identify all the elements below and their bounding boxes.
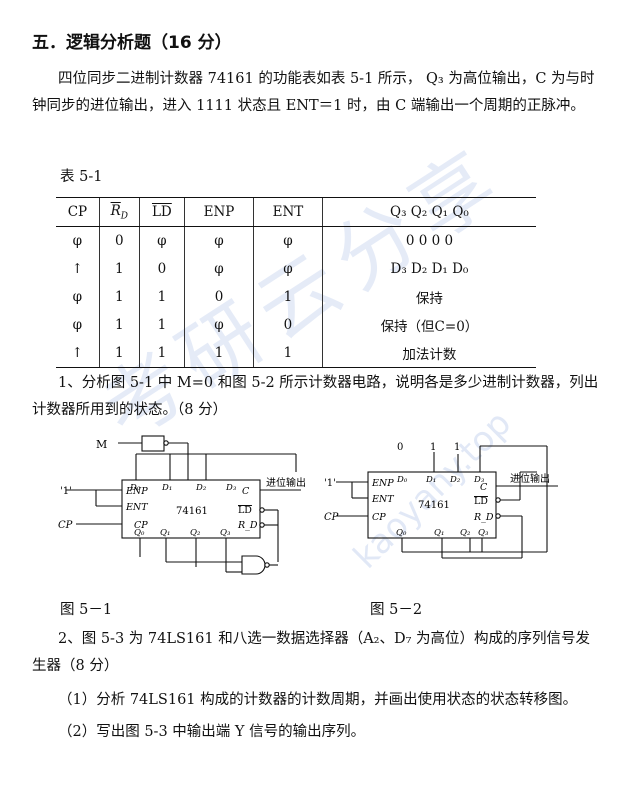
pin-ld-2: LD (474, 496, 488, 507)
m-label: M (96, 438, 107, 451)
table-cell: 1 (98, 339, 140, 368)
pin-c: C (242, 486, 250, 497)
table-cell: φ (72, 289, 83, 305)
pin-ent-2: ENT (371, 494, 394, 505)
header-rd: RD (98, 197, 140, 227)
top-input-0: 0 (397, 442, 403, 453)
sub-question-2: （2）写出图 5-3 中输出端 Y 信号的输出序列。 (58, 724, 366, 740)
table-cell: 1 (183, 339, 254, 368)
sub-question-1: （1）分析 74LS161 构成的计数器的计数周期，并画出使用状态的状态转移图。 (58, 692, 578, 708)
table-cell: 1 (98, 255, 140, 283)
header-cp: CP (56, 197, 100, 227)
pin-ld: LD (238, 505, 252, 516)
question-1: 1、分析图 5-1 中 M=0 和图 5-2 所示计数器电路，说明各是多少进制计… (32, 375, 599, 418)
table-caption: 表 5-1 (60, 169, 103, 185)
section-heading: 五．逻辑分析题（16 分） (32, 33, 232, 53)
pin-q1: Q₁ (160, 528, 170, 538)
pin-d0-2: D₀ (396, 475, 408, 485)
table-cell: φ (253, 255, 323, 283)
header-enp: ENP (183, 197, 254, 227)
table-header-row: CP RD LD ENP ENT Q₃ Q₂ Q₁ Q₀ (56, 197, 536, 227)
table-cell: 0 (253, 311, 323, 339)
table-cell: 保持（但C=0） (321, 311, 536, 339)
pin-d1: D₁ (161, 483, 172, 493)
table-cell: ↑ (56, 339, 100, 368)
pin-d1-2: D₁ (425, 475, 436, 485)
intro-paragraph: 四位同步二进制计数器 74161 的功能表如表 5-1 所示， Q₃ 为高位输出… (32, 71, 595, 114)
figure-5-2: 0 1 1 '1' CP ENP ENT CP D₀ D₁ D₂ D₃ 7416… (324, 442, 558, 559)
header-ld: LD (138, 197, 185, 227)
chip-label: 74161 (176, 506, 208, 517)
pin-ent: ENT (125, 502, 148, 513)
table-cell: 0 0 0 0 (321, 226, 536, 255)
pin-q2: Q₂ (190, 528, 201, 538)
table-cell: φ (72, 233, 83, 249)
table-cell: 1 (98, 311, 140, 339)
figure-5-2-caption: 图 5－2 (370, 602, 423, 618)
table-cell: 0 (183, 283, 254, 311)
question-2: 2、图 5-3 为 74LS161 和八选一数据选择器（A₂、D₇ 为高位）构成… (32, 631, 591, 674)
pin-d3-2: D₃ (473, 475, 485, 485)
chip-box-2 (367, 471, 497, 539)
nand-gate (241, 555, 266, 575)
pin-q3-2: Q₃ (478, 528, 489, 538)
cp-label: CP (58, 520, 73, 531)
table-cell: 0 (98, 226, 140, 255)
table-cell: ↑ (71, 261, 84, 277)
pin-enp: ENP (125, 486, 148, 497)
pin-d2: D₂ (195, 483, 207, 493)
table-cell: 1 (98, 283, 140, 311)
table-cell: 1 (253, 339, 323, 368)
header-ent: ENT (253, 197, 323, 227)
input-one-label-2: '1' (324, 478, 336, 489)
table-cell: φ (72, 317, 83, 333)
table-cell: 1 (138, 311, 185, 339)
table-cell: 1 (138, 283, 185, 311)
pin-c-2: C (480, 482, 488, 493)
table-cell: 保持 (321, 283, 536, 311)
table-cell: φ (253, 226, 323, 255)
pin-q2-2: Q₂ (460, 528, 471, 538)
table-cell: φ (183, 311, 254, 339)
pin-d3: D₃ (225, 483, 237, 493)
table-cell: 1 (253, 283, 323, 311)
pin-q1-2: Q₁ (434, 528, 444, 538)
pin-d2-2: D₂ (449, 475, 461, 485)
pin-q3: Q₃ (220, 528, 231, 538)
table-cell: φ (183, 255, 254, 283)
table-cell: 0 (138, 255, 185, 283)
pin-rd-2: R_D (473, 512, 494, 523)
table-cell: φ (183, 226, 254, 255)
table-cell: 加法计数 (321, 339, 536, 368)
top-input-2: 1 (454, 442, 460, 453)
header-q: Q₃ Q₂ Q₁ Q₀ (321, 197, 536, 227)
pin-cp: CP (134, 520, 148, 531)
figure-5-1-caption: 图 5－1 (60, 602, 113, 618)
pin-d0: D₀ (129, 483, 141, 493)
cp-label-2: CP (324, 512, 339, 523)
top-input-1: 1 (430, 442, 436, 453)
pin-enp-2: ENP (371, 478, 394, 489)
pin-q0: Q₀ (134, 528, 145, 538)
table-cell: D₃ D₂ D₁ D₀ (321, 255, 536, 283)
pin-rd: R_D (237, 520, 258, 531)
carry-label: 进位输出 (266, 476, 306, 489)
carry-label-2: 进位输出 (510, 472, 550, 485)
pin-cp-2: CP (372, 512, 386, 523)
input-one-label: '1' (60, 486, 72, 497)
table-cell: φ (138, 226, 185, 255)
figure-5-1: M '1' CP ENP ENT CP D₀ D₁ D₂ D₃ 74161 C … (58, 435, 306, 575)
chip-label-2: 74161 (418, 500, 450, 511)
m-gate (141, 435, 165, 452)
table-cell: 1 (138, 339, 185, 368)
pin-q0-2: Q₀ (396, 528, 407, 538)
